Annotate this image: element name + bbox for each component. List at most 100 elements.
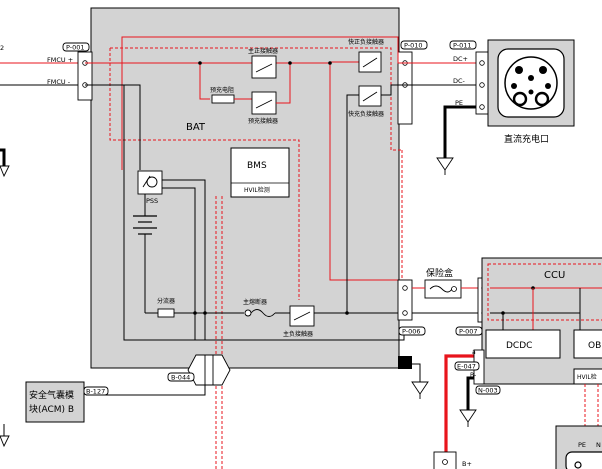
dc-neg-label: DC- — [453, 77, 466, 85]
left-ground-icon-b — [0, 435, 10, 448]
wire-fast-neg — [346, 94, 359, 313]
pin-port-dc-pos — [479, 60, 485, 66]
connector-p010-tag — [400, 40, 428, 50]
bottom-right-pin — [574, 461, 582, 469]
connector-p001-body — [77, 51, 93, 101]
connector-p011-label: P-011 — [453, 42, 472, 50]
left-ground-icon-a — [0, 165, 10, 178]
bms-box — [230, 147, 290, 198]
ground-block — [398, 356, 412, 369]
precharge-contactor-switch — [255, 99, 273, 109]
shunt — [157, 308, 175, 318]
main-neg-contactor-switch — [293, 311, 311, 321]
pe-label: PE — [455, 99, 463, 107]
dc-port-pin-3 — [528, 75, 534, 81]
connector-b127-label: B-127 — [86, 388, 105, 396]
precharge-contactor[interactable] — [251, 91, 277, 115]
main-fuse — [250, 309, 276, 317]
fuse-left-terminal — [244, 309, 252, 317]
bat-title: BAT — [186, 122, 206, 133]
pe-ground-icon — [436, 157, 454, 171]
connector-e047-tag — [454, 361, 480, 371]
wire-mark-bminus: B- — [470, 372, 476, 379]
dcdc-box — [485, 329, 561, 359]
dc-port-pin-6 — [512, 91, 528, 107]
ob-box — [573, 329, 602, 359]
connector-p006-label: P-006 — [402, 328, 421, 336]
fuse-box — [424, 279, 462, 299]
wire-hv-top-loop — [85, 36, 412, 64]
connector-p010-label: P-010 — [404, 42, 423, 50]
connector-b044-hex — [187, 354, 231, 386]
connector-p001-label: P-001 — [66, 44, 85, 52]
dc-port-pin-7 — [534, 91, 550, 107]
fmcu-pos-label: FMCU + — [47, 56, 73, 64]
dc-port-ring — [504, 56, 558, 110]
precharge-resistor — [211, 94, 235, 104]
wire-fast-neg-out — [381, 84, 412, 96]
ccu-box — [481, 257, 602, 385]
pin-neg-out — [402, 310, 408, 316]
connector-b044-tag — [167, 372, 195, 382]
ccu-dashed-inner — [487, 263, 602, 321]
wire-hvil-loop-b — [109, 48, 300, 300]
connector-n003-tag — [475, 385, 501, 395]
wire-mark-bplus: B+ — [462, 460, 472, 468]
pss-switch — [142, 175, 151, 188]
bms-title: BMS — [247, 161, 267, 171]
acm-box — [25, 381, 85, 423]
bottom-right-n-label: N — [596, 441, 601, 449]
pin-port-pe — [479, 104, 485, 110]
junction-fast — [328, 61, 332, 65]
connector-b044-label: B-044 — [171, 374, 190, 382]
fast-pos-contactor-switch — [362, 57, 378, 68]
main-pos-contactor-switch — [255, 63, 273, 73]
ground-icon — [411, 381, 429, 395]
dc-port-pin-2 — [539, 66, 547, 74]
main-fuse-label: 主熔断器 — [243, 298, 267, 306]
wire-precharge-return — [276, 63, 291, 104]
dc-port-pin-8 — [528, 89, 534, 95]
wire-pe — [443, 105, 478, 158]
junction-shunt-b — [203, 311, 207, 315]
fuse-box-terminal — [451, 286, 457, 292]
connector-p006-tag — [398, 326, 426, 336]
fast-neg-contactor-label: 快充负接触器 — [348, 110, 384, 118]
fast-neg-contactor-switch — [362, 91, 378, 102]
shunt-label: 分流器 — [157, 297, 175, 305]
dc-port-pin-5 — [545, 83, 551, 89]
wire-left-ground-a — [0, 148, 6, 166]
junction-precharge — [198, 61, 202, 65]
acm-label-line2: 块(ACM) B — [29, 403, 74, 415]
connector-p011-tag — [449, 40, 477, 50]
bottom-right-face — [565, 451, 602, 469]
dc-port-label: 直流充电口 — [504, 133, 549, 145]
pin-port-dc-neg — [479, 82, 485, 88]
wire-hvil-loop-a — [110, 47, 402, 151]
ccu-title: CCU — [544, 270, 565, 281]
ccu-hvil-label: HVIL检 — [577, 373, 597, 381]
fmcu-neg-label: FMCU - — [47, 78, 71, 86]
dcdc-label: DCDC — [506, 341, 532, 351]
ccu-hvil-box — [573, 368, 602, 385]
bottom-bplus-pin — [442, 459, 448, 465]
main-pos-contactor[interactable] — [251, 55, 277, 79]
fuse-box-label: 保险盒 — [426, 267, 453, 279]
wire-dcdc-bplus — [444, 354, 480, 469]
acm-label-line1: 安全气囊模 — [29, 389, 74, 401]
junction-shunt — [193, 311, 197, 315]
connector-e047-label: E-047 — [457, 363, 476, 371]
bottom-right-pe-label: PE — [578, 441, 586, 449]
main-neg-contactor-label: 主负接触器 — [283, 330, 313, 338]
pin-fuse-in — [402, 285, 408, 291]
connector-p001-tag — [62, 42, 90, 52]
pss-box — [137, 170, 163, 195]
connector-b127-tag — [83, 386, 109, 396]
ob-label: OB — [588, 341, 601, 351]
wire-pss-right-b — [162, 187, 196, 340]
pss-label: PSS — [146, 197, 158, 205]
wire-hvil-loop-e — [401, 150, 410, 301]
connector-p010-body — [397, 51, 413, 125]
connector-n003-label: N-003 — [478, 387, 498, 395]
